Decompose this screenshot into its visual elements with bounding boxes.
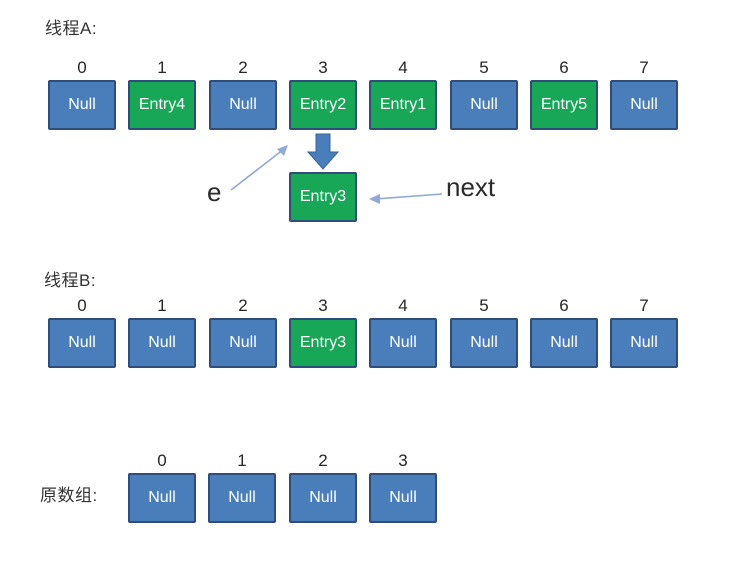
e-pointer-arrowhead-icon bbox=[277, 145, 288, 156]
null-slot: Null bbox=[209, 318, 277, 368]
entry-node: Entry5 bbox=[530, 80, 598, 130]
entry3-node: Entry3 bbox=[289, 172, 357, 222]
bucket-index: 1 bbox=[157, 296, 167, 315]
null-slot: Null bbox=[610, 318, 678, 368]
down-arrow-icon bbox=[306, 133, 340, 170]
null-slot: Null bbox=[289, 473, 357, 523]
bucket-index: 2 bbox=[318, 451, 328, 470]
thread-b-label: 线程B: bbox=[44, 271, 97, 290]
null-slot: Null bbox=[208, 473, 276, 523]
original-array-label: 原数组: bbox=[40, 486, 98, 505]
detached-entry-cell: Entry3 bbox=[289, 172, 357, 222]
bucket-index: 7 bbox=[639, 58, 649, 77]
bucket-index: 2 bbox=[238, 58, 248, 77]
bucket-index: 0 bbox=[157, 451, 167, 470]
bucket-index: 1 bbox=[157, 58, 167, 77]
null-slot: Null bbox=[450, 318, 518, 368]
entry-node: Entry3 bbox=[289, 318, 357, 368]
next-pointer-arrowhead-icon bbox=[369, 194, 380, 204]
bucket-index: 0 bbox=[77, 58, 87, 77]
next-pointer-label: next bbox=[446, 172, 496, 202]
entry-node: Entry1 bbox=[369, 80, 437, 130]
null-slot: Null bbox=[209, 80, 277, 130]
null-slot: Null bbox=[48, 80, 116, 130]
next-pointer-arrow-icon bbox=[374, 193, 443, 200]
null-slot: Null bbox=[369, 473, 437, 523]
e-pointer-label: e bbox=[207, 177, 222, 207]
null-slot: Null bbox=[450, 80, 518, 130]
null-slot: Null bbox=[369, 318, 437, 368]
bucket-index: 2 bbox=[238, 296, 248, 315]
null-slot: Null bbox=[530, 318, 598, 368]
bucket-index: 7 bbox=[639, 296, 649, 315]
null-slot: Null bbox=[128, 473, 196, 523]
entry-node: Entry4 bbox=[128, 80, 196, 130]
entry-node: Entry2 bbox=[289, 80, 357, 130]
thread-a-label: 线程A: bbox=[45, 19, 98, 38]
bucket-index: 6 bbox=[559, 58, 569, 77]
bucket-index: 5 bbox=[479, 58, 489, 77]
null-slot: Null bbox=[48, 318, 116, 368]
bucket-index: 3 bbox=[398, 451, 408, 470]
bucket-index: 3 bbox=[318, 58, 328, 77]
bucket-index: 1 bbox=[237, 451, 247, 470]
null-slot: Null bbox=[128, 318, 196, 368]
null-slot: Null bbox=[610, 80, 678, 130]
bucket-index: 6 bbox=[559, 296, 569, 315]
e-pointer-arrow-icon bbox=[230, 148, 285, 191]
bucket-index: 5 bbox=[479, 296, 489, 315]
bucket-index: 0 bbox=[77, 296, 87, 315]
bucket-index: 4 bbox=[398, 58, 408, 77]
bucket-index: 4 bbox=[398, 296, 408, 315]
bucket-index: 3 bbox=[318, 296, 328, 315]
